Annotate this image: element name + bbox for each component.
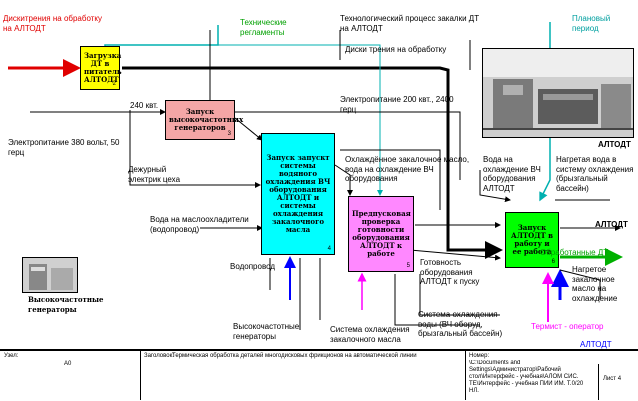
label-tech-regs: Технические регламенты (240, 18, 287, 37)
label-alt: АЛТОДТ (598, 140, 631, 149)
label-oil-cooling: Система охлаждения закалочного масла (330, 325, 410, 344)
box-start-generators[interactable]: Запуск высокочастотных генераторов 3 (165, 100, 244, 140)
label-power-380: Электропитание 380 вольт, 50 герц (8, 138, 120, 157)
label-thermist: Термист - оператор (531, 322, 604, 331)
label-alt-bottom: АЛТОДТ (580, 340, 612, 349)
box-start-cooling[interactable]: Запуск запускт системы водяного охлажден… (261, 133, 335, 255)
label-hf-gen-out: Высокочастотные генераторы (233, 322, 300, 341)
label-hf-gen-caption: Высокочастотные генераторы (28, 295, 104, 314)
box-precheck[interactable]: Предпусковая проверка готовности оборудо… (348, 196, 414, 272)
label-alt-right: АЛТОДТ (595, 220, 628, 229)
cyan-control-1 (100, 25, 219, 57)
alt-line-picture (483, 49, 633, 137)
alt-line-photo (482, 48, 634, 138)
label-tech-process: Технологический процесс закалки ДТ на АЛ… (340, 14, 480, 33)
footer-node-value: A0 (64, 361, 72, 367)
footer-node-label: Узел: (4, 353, 19, 359)
label-discs-to-processing: Дискитрения на обработку на АЛТОДТ (3, 14, 102, 33)
box-precheck-label: Предпусковая проверка готовности оборудо… (352, 209, 411, 258)
box-precheck-num: 5 (406, 263, 410, 269)
box-run-alt[interactable]: Запуск АЛТОДТ в работу и ее работа 6 (505, 212, 559, 268)
diagram-connectors (8, 22, 623, 330)
footer-title-value: Термическая обработка деталей многодиско… (172, 353, 417, 359)
label-readiness: Готовность оборудования АЛТОДТ к пуску (420, 258, 480, 286)
footer-number-value: \C:\Documents and Settings\Администратор… (469, 360, 584, 394)
label-processed-dt: Обработанные ДТ (540, 248, 609, 257)
label-heated-water: Нагретая вода в систему охлаждения (брыз… (556, 155, 634, 193)
box-load-dt-num: 2 (112, 81, 116, 87)
footer-number-label: Номер: (469, 353, 490, 359)
label-water-oil-cooler: Вода на маслоохладители (водопровод) (150, 215, 249, 234)
cyan-control-3 (218, 44, 383, 196)
box-start-generators-label: Запуск высокочастотных генераторов (169, 107, 244, 132)
footer: Узел: A0 Заголовок: Термическая обработк… (0, 349, 638, 401)
label-water-pipe: Водопровод (230, 262, 276, 271)
label-water-cooling: Система охлаждения воды (ВЧ оборуд, брыз… (418, 310, 503, 338)
label-heated-oil: Нагретое закалочное масло на охлаждение (572, 265, 618, 303)
main-flow-arrow (122, 66, 503, 259)
hf-generators-picture (23, 258, 77, 292)
label-duty-electric: Дежурный электрик цеха (128, 165, 181, 184)
label-discs-friction: Диски трения на обработку (345, 45, 447, 54)
footer-page: Лист 4 (603, 376, 622, 382)
box-load-dt-label: Загрузка ДТ в питатель АЛТОДТ (84, 51, 122, 84)
label-power-240: 240 квт. (130, 101, 159, 110)
hf-generators-photo (22, 257, 78, 293)
label-cooled-oil: Охлаждённое закалочное масло, вода на ох… (345, 155, 470, 183)
box-run-alt-label: Запуск АЛТОДТ в работу и ее работа (511, 223, 553, 256)
box-start-cooling-label: Запуск запускт системы водяного охлажден… (265, 153, 331, 234)
box-load-dt[interactable]: Загрузка ДТ в питатель АЛТОДТ 2 (80, 46, 122, 90)
box-start-generators-num: 3 (227, 131, 231, 137)
label-power-200: Электропитание 200 квт., 2400 герц (340, 95, 454, 114)
label-water-hf: Вода на охлаждение ВЧ оборудования АЛТОД… (483, 155, 541, 193)
footer-title-label: Заголовок: (144, 353, 174, 359)
box-run-alt-num: 6 (551, 259, 555, 265)
label-planned-period: Плановый период (572, 14, 611, 33)
box-start-cooling-num: 4 (327, 246, 331, 252)
